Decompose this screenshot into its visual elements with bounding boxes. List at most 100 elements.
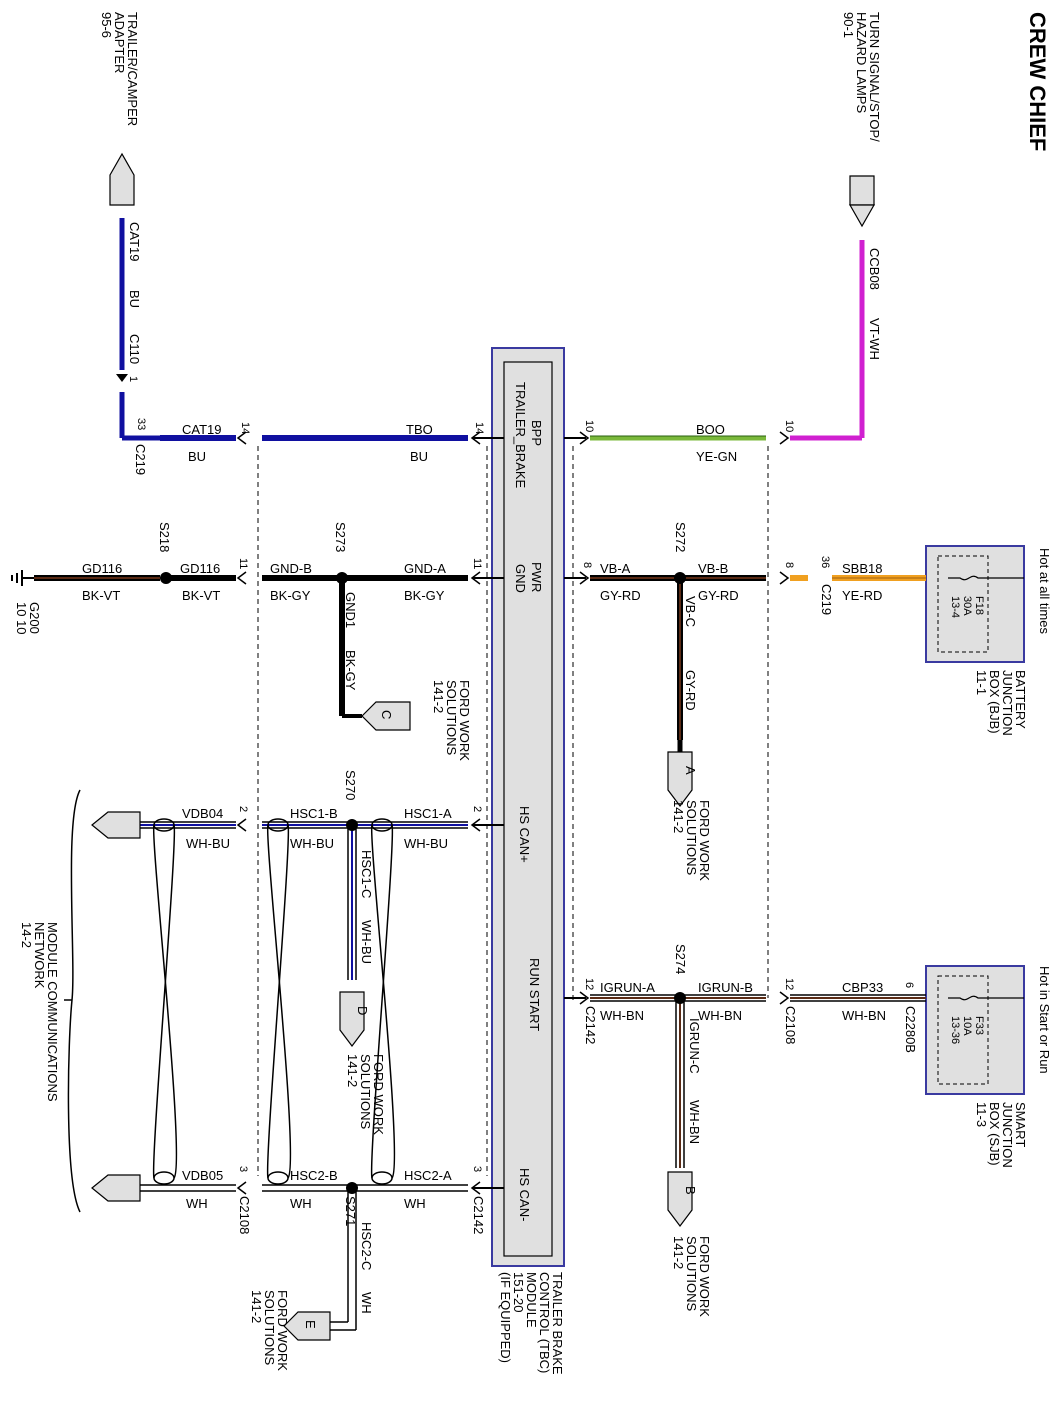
svg-text:JUNCTION: JUNCTION <box>1000 1102 1015 1168</box>
svg-text:141-2: 141-2 <box>249 1290 264 1323</box>
wire-hsc1a-color: WH-BU <box>404 836 448 851</box>
wire-hsc2a-color: WH <box>404 1196 426 1211</box>
splice-s273: S273 <box>333 522 348 552</box>
wire-cat19-top-color: BU <box>127 290 142 308</box>
ref-connector-c: C <box>361 701 411 731</box>
trailer-adapter-label: TRAILER/CAMPER ADAPTER 95-6 <box>99 12 140 126</box>
tbc-module-label: TRAILER BRAKE CONTROL (TBC) MODULE 151-2… <box>498 1272 565 1375</box>
wire-hsc1b-color: WH-BU <box>290 836 334 851</box>
hot-in-start-or-run: Hot in Start or Run <box>1037 966 1052 1074</box>
wire-tbo: TBO <box>406 422 433 437</box>
wire-hsc1a: HSC1-A <box>404 806 452 821</box>
sjb-box: F33 10A 13-36 <box>925 965 1025 1095</box>
wire-gd116a: GD116 <box>82 561 122 576</box>
wire-gd116b-color: BK-VT <box>182 588 220 603</box>
ref-connector-d: D <box>339 991 370 1047</box>
wire-sbb18-color: YE-RD <box>842 588 882 603</box>
svg-text:JUNCTION: JUNCTION <box>1000 670 1015 736</box>
wire-gnda: GND-A <box>404 561 446 576</box>
svg-text:SMART: SMART <box>1013 1102 1028 1147</box>
pin-11b: 11 <box>471 558 483 569</box>
connector-dash-lines <box>257 446 769 1176</box>
connector-c110: C110 <box>127 334 142 364</box>
wire-gnd1: GND1 <box>343 592 358 628</box>
wire-gnd1-color: BK-GY <box>343 650 358 691</box>
tbc-pin-hs-can-minus: HS CAN- <box>517 1168 532 1221</box>
mcn-connector-upper <box>91 811 141 839</box>
svg-text:141-2: 141-2 <box>671 800 686 833</box>
sjb-label: SMART JUNCTION BOX (SJB) 11-3 <box>974 1102 1028 1168</box>
pin-14a: 14 <box>239 422 251 434</box>
tbc-pin-trailer-brake: TRAILER_BRAKE <box>513 382 528 489</box>
wire-ccb08: CCB08 <box>867 248 882 290</box>
splice-s272: S272 <box>673 522 688 552</box>
wire-gndb: GND-B <box>270 561 312 576</box>
wire-gd116b: GD116 <box>180 561 220 576</box>
wire-vdb04: VDB04 <box>182 806 223 821</box>
wire-ccb08-color: VT-WH <box>867 318 882 360</box>
svg-text:MODULE: MODULE <box>524 1272 539 1328</box>
diagram-title: CREW CHIEF <box>1025 12 1050 151</box>
svg-text:11-3: 11-3 <box>974 1102 989 1127</box>
turn-lamps-label: TURN SIGNAL/STOP/ HAZARD LAMPS 90-1 <box>841 12 882 142</box>
svg-text:13-4: 13-4 <box>949 596 961 618</box>
svg-text:14-2: 14-2 <box>19 922 34 948</box>
svg-text:95-6: 95-6 <box>99 12 114 38</box>
wire-igruna: IGRUN-A <box>600 980 655 995</box>
svg-text:13-36: 13-36 <box>949 1016 961 1044</box>
pin-2b: 2 <box>471 806 483 812</box>
bjb-box: F18 30A 13-4 <box>925 545 1025 663</box>
wire-vdb04-color: WH-BU <box>186 836 230 851</box>
fuse-f33: F33 <box>973 1016 985 1035</box>
svg-text:BATTERY: BATTERY <box>1013 670 1028 729</box>
svg-text:MODULE COMMUNICATIONS: MODULE COMMUNICATIONS <box>45 922 60 1102</box>
svg-text:BOX (SJB): BOX (SJB) <box>987 1102 1002 1166</box>
wire-hsc1c: HSC1-C <box>359 850 374 898</box>
fws-label-e: FORD WORK SOLUTIONS 141-2 <box>249 1290 290 1371</box>
svg-text:FORD WORK: FORD WORK <box>697 800 712 881</box>
mcn-connector-lower <box>91 1174 141 1202</box>
wire-vbb-color: GY-RD <box>698 588 739 603</box>
wire-vbc-color: GY-RD <box>683 670 698 711</box>
wire-cat19-color: BU <box>188 449 206 464</box>
svg-text:10A: 10A <box>961 1016 973 1036</box>
wire-cbp33: CBP33 <box>842 980 883 995</box>
wire-tbo-color: BU <box>410 449 428 464</box>
svg-text:141-2: 141-2 <box>431 680 446 713</box>
svg-text:SOLUTIONS: SOLUTIONS <box>358 1054 373 1129</box>
ref-d: D <box>355 1006 370 1015</box>
svg-text:HAZARD LAMPS: HAZARD LAMPS <box>854 12 869 113</box>
splice-s271: S271 <box>343 1196 358 1226</box>
splice-s274: S274 <box>673 944 688 974</box>
svg-text:(IF EQUIPPED): (IF EQUIPPED) <box>498 1272 513 1363</box>
wire-cat19-top: CAT19 <box>127 222 142 262</box>
svg-text:FORD WORK: FORD WORK <box>457 680 472 761</box>
mcn-brace <box>64 789 81 1213</box>
svg-text:SOLUTIONS: SOLUTIONS <box>262 1290 277 1365</box>
pin-10a: 10 <box>583 420 595 432</box>
ref-connector-e: E <box>283 1311 331 1341</box>
mcn-label: MODULE COMMUNICATIONS NETWORK 14-2 <box>19 922 60 1102</box>
wire-igrunc-color: WH-BN <box>687 1100 702 1144</box>
connector-c219: C219 <box>133 444 148 475</box>
pin-14b: 14 <box>473 422 485 434</box>
pin-12b: 12 <box>783 978 795 990</box>
tbc-pin-bpp: BPP <box>529 420 544 446</box>
wire-vdb05: VDB05 <box>182 1168 223 1183</box>
ref-e: E <box>303 1320 318 1329</box>
pin-8: 8 <box>581 562 593 568</box>
wire-gd116a-color: BK-VT <box>82 588 120 603</box>
wire-vba-color: GY-RD <box>600 588 641 603</box>
row-hs-can-plus-wires <box>140 821 504 980</box>
connector-c2108: C2108 <box>783 1006 798 1044</box>
svg-text:151-20: 151-20 <box>511 1272 526 1312</box>
wire-hsc2b: HSC2-B <box>290 1168 338 1183</box>
pin-8b: 8 <box>783 562 795 568</box>
connector-c2142b: C2142 <box>471 1196 486 1234</box>
turn-lamps-connector <box>848 175 876 228</box>
pin-36: 36 <box>819 556 831 568</box>
svg-text:NETWORK: NETWORK <box>32 922 47 989</box>
splice-s218: S218 <box>157 522 172 552</box>
ref-b: B <box>683 1186 698 1195</box>
